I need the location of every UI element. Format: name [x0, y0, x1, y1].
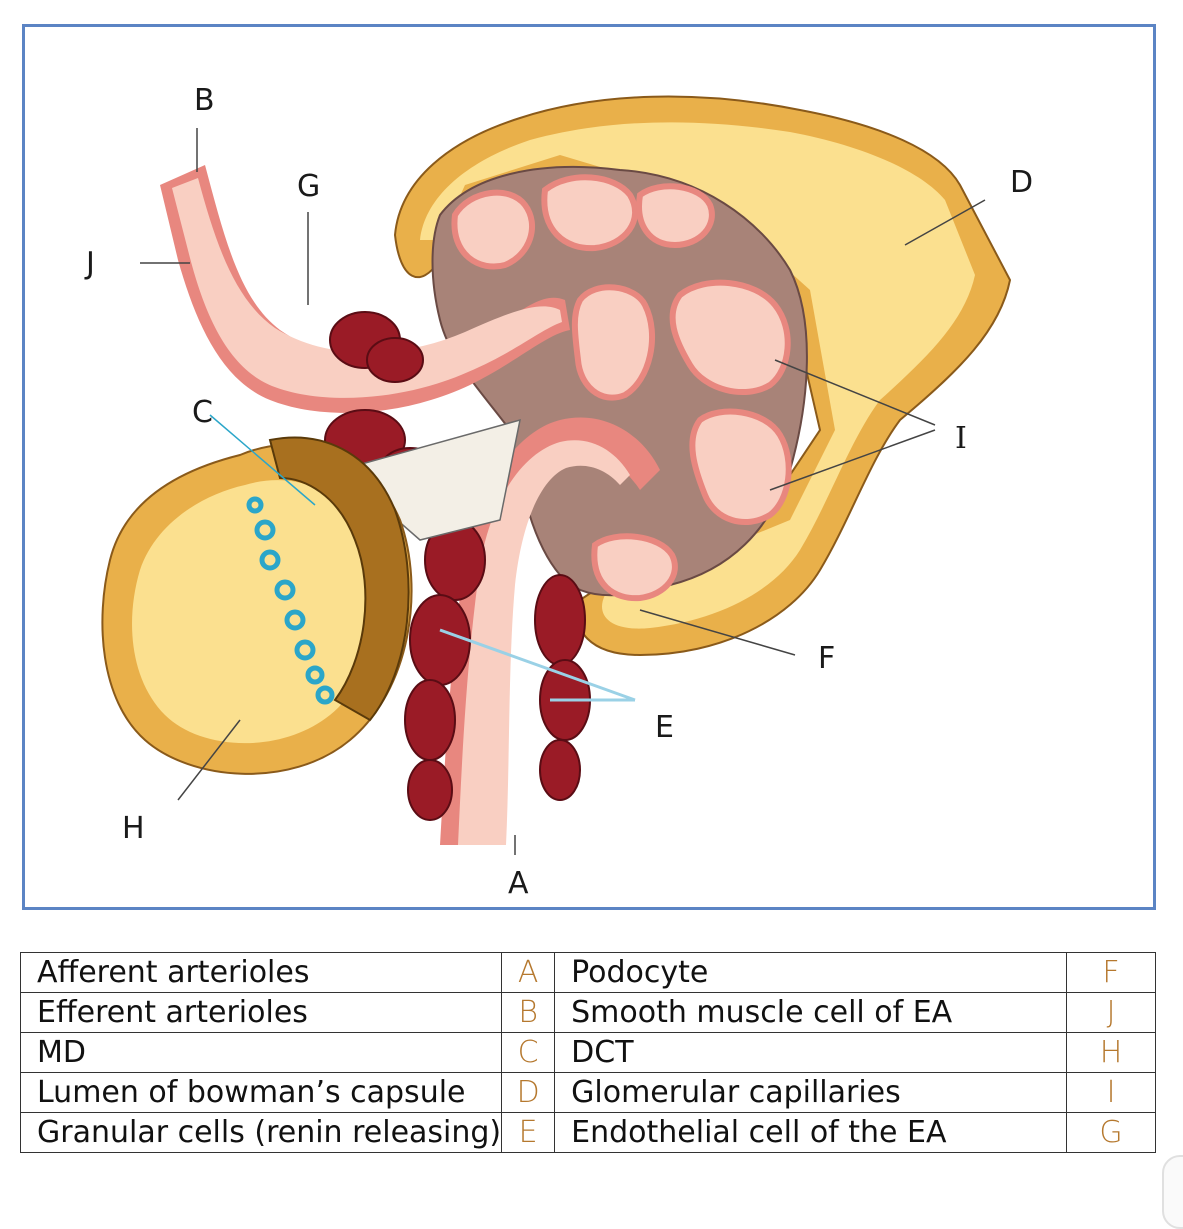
- legend-answer: D: [501, 1072, 556, 1113]
- juxtaglomerular-diagram: B G J C D I F E H A: [84, 83, 1033, 901]
- legend-term: MD: [19, 1032, 503, 1073]
- legend-table: Afferent arterioles A Podocyte F Efferen…: [19, 952, 1156, 1153]
- legend-row: Lumen of bowman’s capsule D Glomerular c…: [19, 1072, 1156, 1113]
- label-f: F: [818, 641, 835, 676]
- distal-convoluted-tubule: [101, 436, 413, 775]
- glomerular-capillary: [451, 189, 536, 270]
- legend-term: Glomerular capillaries: [554, 1072, 1067, 1113]
- label-a: A: [508, 866, 529, 901]
- afferent-arteriole: [440, 417, 660, 845]
- label-c: C: [192, 395, 213, 430]
- legend-answer: E: [501, 1112, 556, 1153]
- legend-answer: G: [1066, 1112, 1156, 1153]
- legend-answer: A: [501, 952, 556, 993]
- legend-term: Granular cells (renin releasing): [19, 1112, 503, 1153]
- efferent-arteriole: [160, 165, 570, 413]
- label-g: G: [297, 169, 320, 204]
- legend-row: Granular cells (renin releasing) E Endot…: [19, 1112, 1156, 1153]
- macula-densa: [268, 436, 410, 722]
- legend-row: Afferent arterioles A Podocyte F: [19, 952, 1156, 993]
- dct-blue-chain: [246, 496, 335, 705]
- label-i: I: [955, 421, 967, 456]
- legend-term: DCT: [554, 1032, 1067, 1073]
- glomerular-capillary: [636, 183, 715, 249]
- legend-answer: J: [1066, 992, 1156, 1033]
- legend-term: Lumen of bowman’s capsule: [19, 1072, 503, 1113]
- legend-answer: C: [501, 1032, 556, 1073]
- glomerular-capillary: [591, 533, 678, 602]
- label-j: J: [84, 246, 95, 281]
- label-b: B: [194, 83, 215, 118]
- legend-term: Endothelial cell of the EA: [554, 1112, 1067, 1153]
- corner-widget[interactable]: [1162, 1155, 1183, 1229]
- legend-answer: I: [1066, 1072, 1156, 1113]
- legend-answer: B: [501, 992, 556, 1033]
- label-d: D: [1010, 165, 1033, 200]
- legend-row: Efferent arterioles B Smooth muscle cell…: [19, 992, 1156, 1033]
- glomerular-capillary: [541, 174, 638, 252]
- legend-row: MD C DCT H: [19, 1032, 1156, 1073]
- legend-answer: H: [1066, 1032, 1156, 1073]
- leader-lines: [140, 128, 986, 855]
- label-e: E: [655, 710, 674, 745]
- legend-term: Smooth muscle cell of EA: [554, 992, 1067, 1033]
- glomerular-capillary: [669, 279, 791, 396]
- glomerular-capillary: [689, 408, 792, 526]
- legend-answer: F: [1066, 952, 1156, 993]
- legend-term: Podocyte: [554, 952, 1067, 993]
- legend-term: Efferent arterioles: [19, 992, 503, 1033]
- legend-term: Afferent arterioles: [19, 952, 503, 993]
- label-h: H: [122, 811, 145, 846]
- glomerular-capillary: [571, 284, 655, 401]
